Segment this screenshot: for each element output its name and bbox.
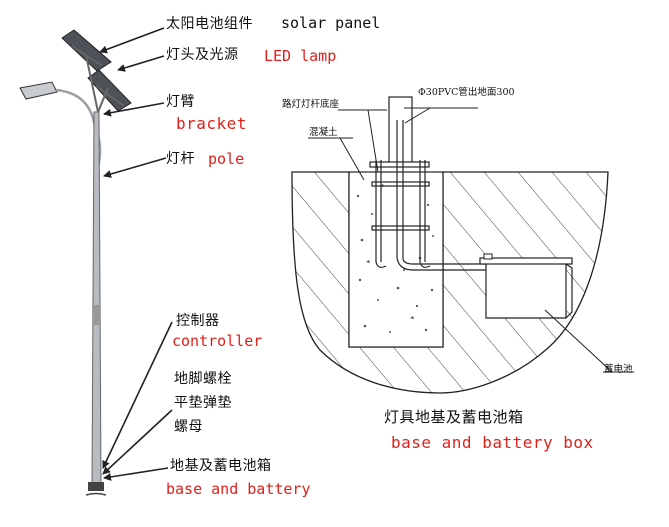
street-light — [19, 29, 132, 496]
anchor-bolt-label-cn: 地脚螺栓 — [174, 371, 232, 387]
led-lamp-label-en: LED lamp — [264, 47, 337, 65]
leader-arrows — [99, 27, 173, 481]
battery-box-lid — [479, 257, 573, 265]
pvc-conduit — [396, 120, 486, 271]
panel-support — [85, 54, 109, 113]
controller-label-en: controller — [172, 332, 263, 350]
led-lamp-head — [19, 81, 58, 100]
detail-leaders — [308, 107, 634, 373]
battery-box — [485, 261, 567, 319]
ground-section — [291, 171, 609, 394]
controller-label-cn: 控制器 — [176, 313, 220, 329]
concrete-speckles — [356, 184, 434, 333]
controller-box — [94, 305, 100, 325]
pvc-pipe-label: Φ30PVC管出地面300 — [418, 87, 515, 98]
light-pole — [91, 111, 102, 487]
pole-base-column — [388, 96, 413, 166]
base-plate — [369, 161, 430, 168]
pole-label-cn: 灯杆 — [166, 151, 195, 167]
foundation-detail — [291, 96, 634, 394]
nut-label-cn: 螺母 — [174, 419, 203, 435]
pole-base-label: 路灯灯杆底座 — [282, 99, 340, 110]
concrete-block — [348, 171, 444, 348]
washer-label-cn: 平垫弹垫 — [174, 395, 232, 411]
battery-label: 蓄电池 — [604, 364, 633, 375]
base-battery-label-cn: 地基及蓄电池箱 — [170, 458, 272, 474]
foundation-caption-cn: 灯具地基及蓄电池箱 — [384, 408, 524, 426]
led-lamp-label-cn: 灯头及光源 — [166, 47, 239, 63]
bracket-arm — [55, 88, 97, 129]
solar-panel-label-en: solar panel — [281, 14, 381, 32]
bracket-label-en: bracket — [176, 114, 247, 133]
foundation-caption-en: base and battery box — [391, 433, 594, 452]
base-battery-label-en: base and battery — [166, 480, 311, 498]
pole-base — [88, 482, 104, 491]
pole-label-en: pole — [208, 150, 245, 168]
solar-panel-label-cn: 太阳电池组件 — [166, 16, 253, 32]
solar-panel-lower — [87, 69, 132, 112]
solar-panel-upper — [61, 29, 112, 72]
concrete-label: 混凝土 — [309, 127, 338, 138]
bracket-label-cn: 灯臂 — [166, 94, 195, 110]
anchor-bolts — [371, 160, 431, 268]
